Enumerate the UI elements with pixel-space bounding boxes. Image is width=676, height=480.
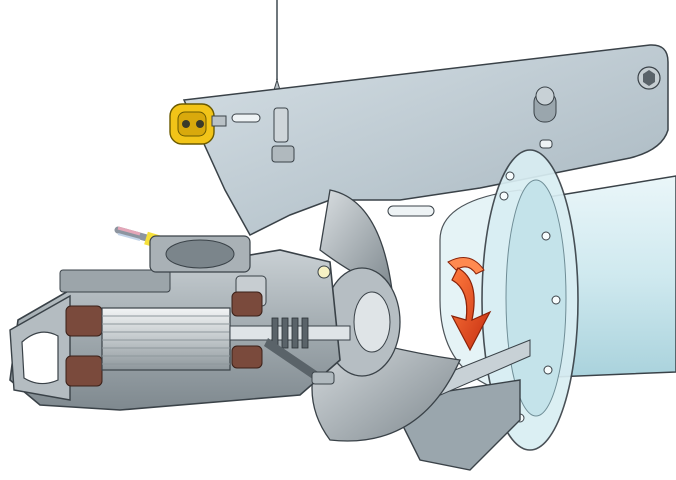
rotor bbox=[101, 307, 231, 371]
cable-clamp-icon bbox=[169, 103, 227, 145]
drive-shaft bbox=[229, 265, 351, 385]
stator-windings bbox=[65, 291, 263, 387]
mounting-bracket bbox=[182, 44, 669, 236]
propeller bbox=[311, 189, 461, 442]
rotation-arrow-icon bbox=[447, 257, 492, 352]
bracket-bolt bbox=[271, 107, 295, 163]
